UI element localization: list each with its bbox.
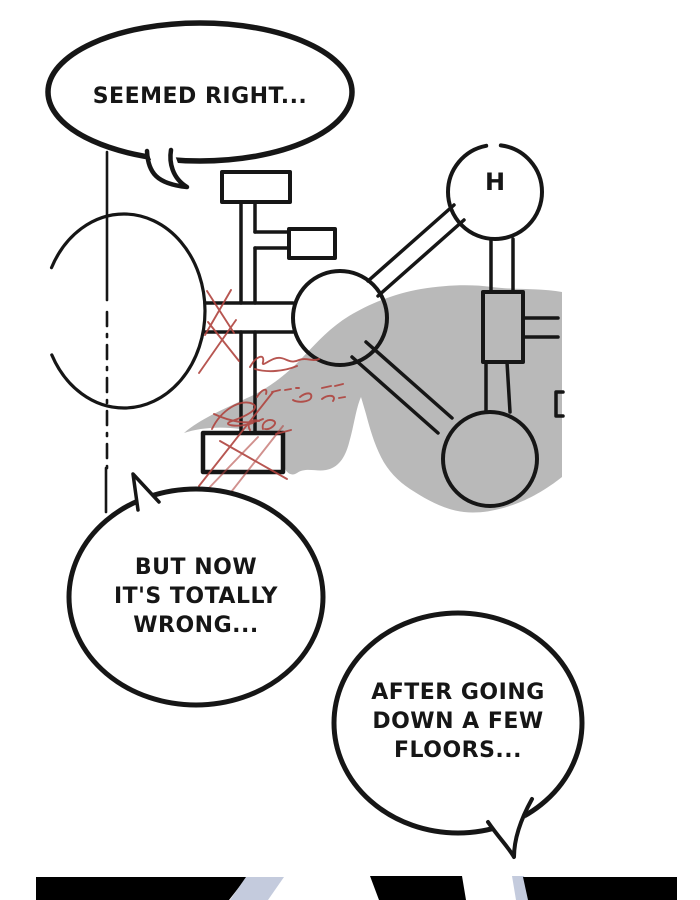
bubble-2-line-1: BUT NOW [134,555,258,580]
map-corridor-branch-east [253,230,291,250]
bubble-1-text: SEEMED RIGHT... [92,84,308,109]
map-room-stairs-circle [446,143,544,241]
map-room-top-rect [220,170,292,204]
stairs-icon: H [485,168,505,196]
bottom-bar-black-right [523,877,677,900]
map-corridor-east [521,316,560,339]
bubble-2-tail [131,472,161,512]
map-room-bottom-circle [441,410,539,508]
red-x-corridor [204,289,235,336]
red-annotations [198,289,346,497]
bubble-2-line-3: WRONG... [133,613,259,638]
red-scribble-1 [249,355,320,373]
map-room-lower-rect [200,430,286,475]
red-x-lower-room [198,391,288,487]
map-corridor-vertical-upper [239,200,257,305]
red-x-lower-room-2 [206,425,284,497]
bubble-1-tail [144,147,190,190]
speech-bubble-2 [66,472,326,708]
bubble-3-line-1: AFTER GOING [371,680,545,705]
bubble-2-outline [66,486,326,708]
bottom-bar-lavender-left [230,877,284,900]
bubble-3-outline [331,610,585,836]
red-scribble-2 [256,387,313,403]
bubble-3-text: AFTER GOING DOWN A FEW FLOORS... [330,678,586,765]
speech-bubble-3 [331,610,585,859]
map-corridor-west [203,301,295,334]
bubble-2-line-2: IT'S TOTALLY [113,584,278,609]
map-room-large-circle [41,212,207,410]
map-room-right-rect [481,290,525,364]
bottom-panel-bars [36,876,677,900]
bottom-bar-black-left [36,877,247,900]
map-room-partial-bracket [554,390,565,418]
bubble-3-line-3: FLOORS... [393,738,523,763]
map-corridor-stairs-down [489,237,515,294]
map-linework [41,143,565,514]
bubble-3-tail [486,797,534,859]
map-corridor-south [484,360,512,414]
red-x-corridor-2 [198,319,240,374]
speech-bubbles [45,20,585,859]
bubble-2-text: BUT NOW IT'S TOTALLY WRONG... [66,553,326,640]
bottom-bar-black-middle [370,876,466,900]
bubble-1-outline [45,20,355,164]
red-scribble-3 [321,383,346,402]
map-room-middle-circle [291,269,389,367]
speech-bubble-1 [45,20,355,190]
dungeon-map-drawing: H [41,143,565,514]
hand-shadow-blob [184,285,562,513]
map-room-small-rect [287,227,337,260]
map-corridor-diagonal-ne [366,203,466,298]
bubble-3-tail-fill [487,804,529,857]
map-corridor-diagonal-se [350,340,454,435]
bubble-3-line-2: DOWN A FEW [372,709,544,734]
